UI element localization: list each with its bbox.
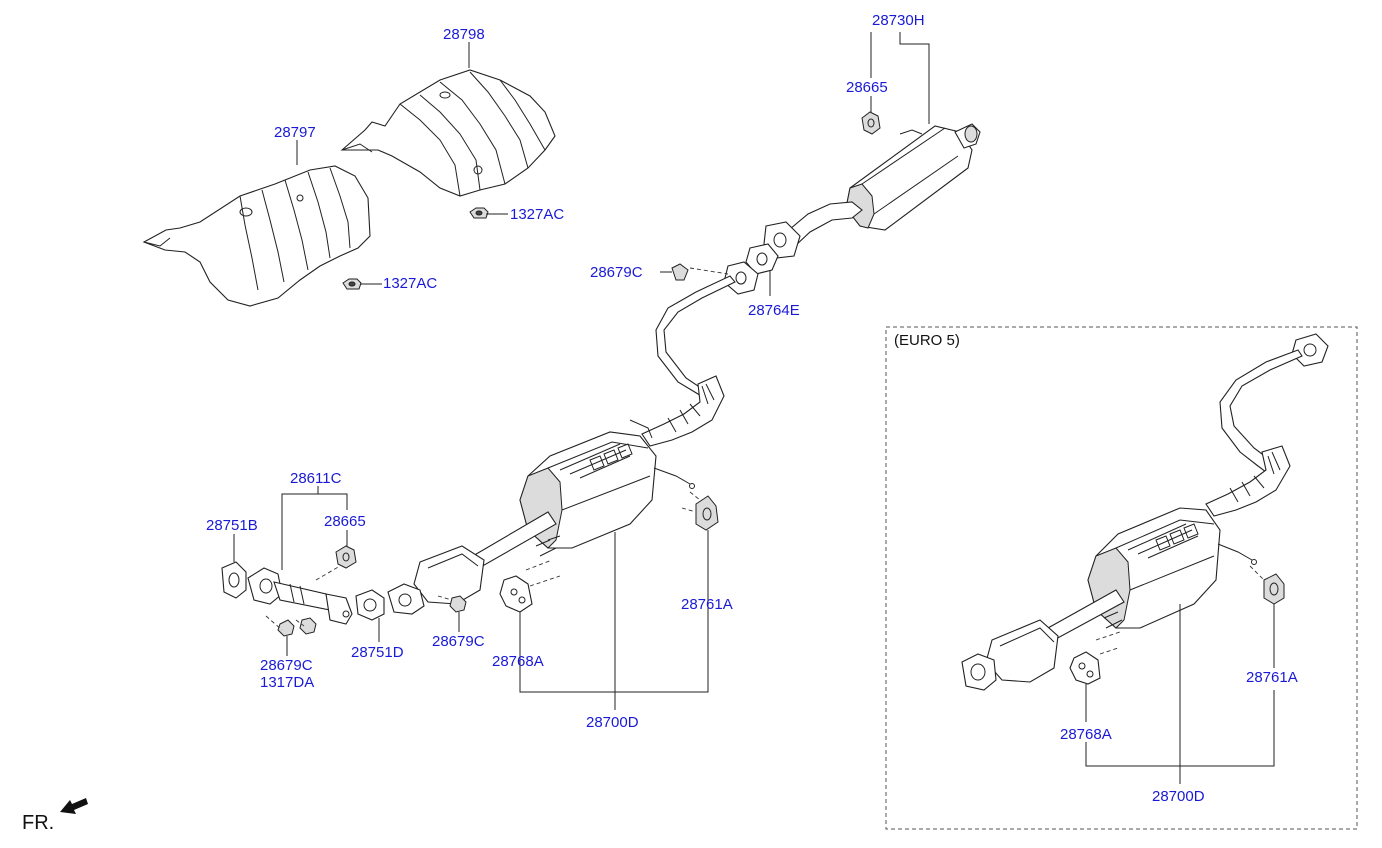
label-28611c[interactable]: 28611C xyxy=(290,470,342,487)
hanger-28665-mid[interactable] xyxy=(335,545,357,569)
euro5-dashes xyxy=(1095,565,1265,655)
label-28679c-top[interactable]: 28679C xyxy=(590,264,643,281)
label-1317da[interactable]: 1317DA xyxy=(260,674,315,691)
label-euro5-28700d[interactable]: 28700D xyxy=(1152,788,1205,805)
label-28761a[interactable]: 28761A xyxy=(681,596,733,613)
heat-protector-28798[interactable] xyxy=(340,69,556,197)
label-28751d[interactable]: 28751D xyxy=(351,644,404,661)
nut-28679c-mid[interactable] xyxy=(449,595,467,613)
euro5-hanger-28761a[interactable] xyxy=(1263,573,1285,605)
euro5-hanger-28768a[interactable] xyxy=(1069,651,1101,685)
label-28665-mid[interactable]: 28665 xyxy=(324,513,366,530)
front-flange[interactable] xyxy=(387,583,425,615)
gasket-28751d[interactable] xyxy=(355,589,385,621)
label-28665-top[interactable]: 28665 xyxy=(846,79,888,96)
label-28798[interactable]: 28798 xyxy=(443,26,485,43)
rear-muffler-28730h[interactable] xyxy=(763,123,981,259)
nut-1327ac-lower[interactable] xyxy=(342,278,362,290)
label-euro5-28761a[interactable]: 28761A xyxy=(1246,669,1298,686)
label-28768a[interactable]: 28768A xyxy=(492,653,544,670)
nut-28679c-top[interactable] xyxy=(671,263,689,281)
front-pipe-28611c[interactable] xyxy=(247,567,353,625)
label-28700d[interactable]: 28700D xyxy=(586,714,639,731)
euro5-box xyxy=(885,326,1358,830)
euro5-title: (EURO 5) xyxy=(894,332,960,349)
euro5-leader-lines xyxy=(1085,604,1275,784)
label-28751b[interactable]: 28751B xyxy=(206,517,258,534)
hanger-28768a[interactable] xyxy=(499,575,533,613)
label-28764e[interactable]: 28764E xyxy=(748,302,800,319)
gasket-28764e[interactable] xyxy=(745,243,779,275)
leader-lines xyxy=(233,32,930,710)
gasket-28751b[interactable] xyxy=(221,561,247,599)
label-1327ac-lower[interactable]: 1327AC xyxy=(383,275,438,292)
heat-protector-28797[interactable] xyxy=(142,165,371,307)
label-28730h[interactable]: 28730H xyxy=(872,12,925,29)
label-28679c-low[interactable]: 28679C xyxy=(260,657,313,674)
front-direction-arrow-icon xyxy=(60,798,88,814)
label-1327ac-upper[interactable]: 1327AC xyxy=(510,206,565,223)
hanger-28761a[interactable] xyxy=(695,495,719,531)
main-muffler-28700d[interactable] xyxy=(413,419,695,605)
euro5-main-muffler[interactable] xyxy=(961,507,1257,691)
assembly-dashes xyxy=(265,267,729,631)
nut-28679c-low[interactable] xyxy=(277,617,317,637)
front-direction-label: FR. xyxy=(22,812,55,834)
euro5-center-pipe[interactable] xyxy=(1205,333,1329,517)
center-pipe[interactable] xyxy=(641,261,759,447)
label-28797[interactable]: 28797 xyxy=(274,124,316,141)
nut-1327ac-upper[interactable] xyxy=(469,207,489,219)
label-euro5-28768a[interactable]: 28768A xyxy=(1060,726,1112,743)
label-28679c-mid[interactable]: 28679C xyxy=(432,633,485,650)
hanger-28665-top[interactable] xyxy=(861,111,923,135)
